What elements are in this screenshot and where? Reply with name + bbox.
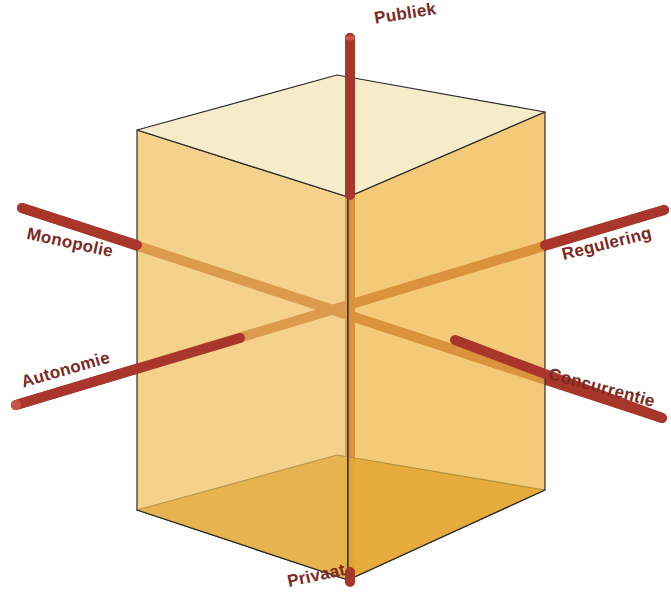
rod-cap xyxy=(11,400,21,410)
rod-ends xyxy=(11,36,664,583)
axis-rod xyxy=(455,340,662,418)
axis-label: Publiek xyxy=(373,0,438,29)
axis-label: Concurrentie xyxy=(547,364,658,412)
cube xyxy=(137,75,545,580)
axis-rod xyxy=(345,38,355,195)
axis-rod xyxy=(16,338,240,405)
rod-cap xyxy=(345,36,355,41)
axis-label: Privaat xyxy=(285,560,347,592)
cube-top-face xyxy=(137,75,545,197)
